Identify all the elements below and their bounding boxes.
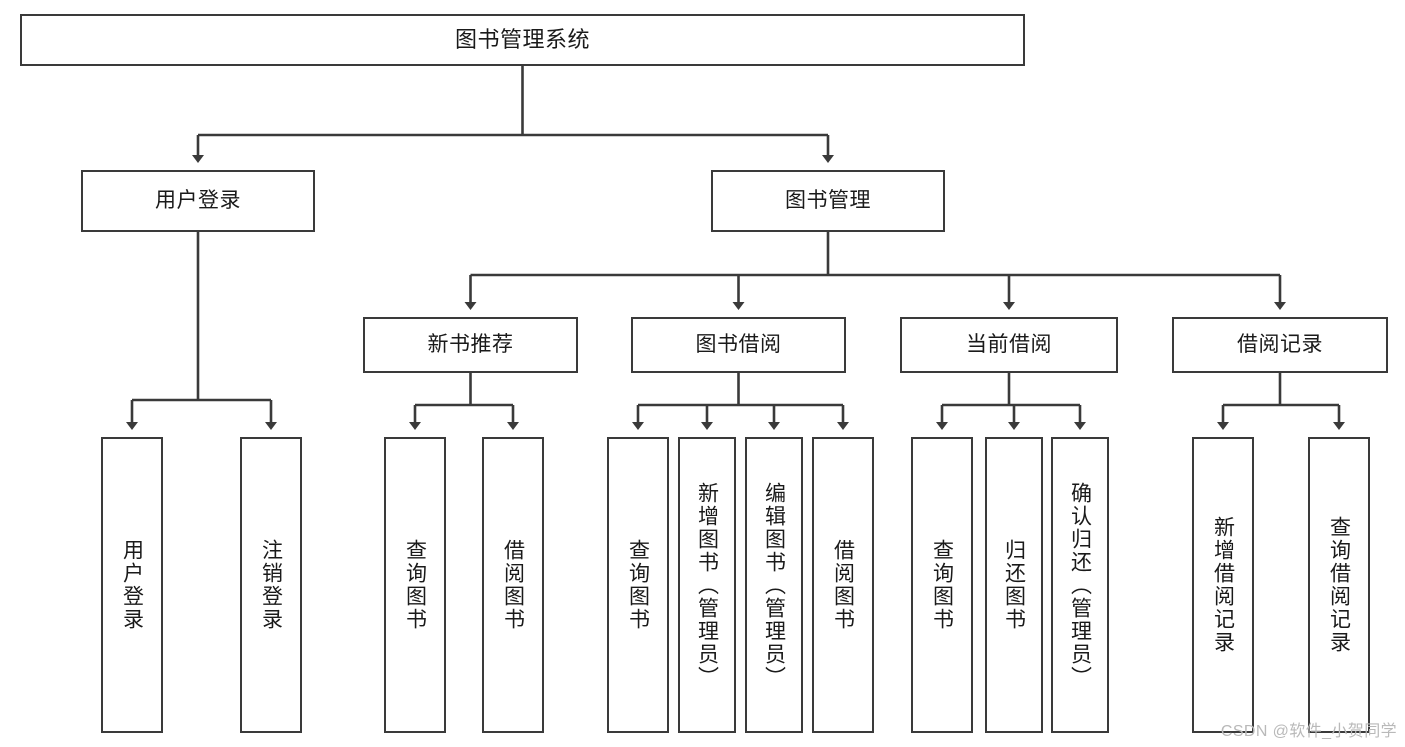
node-leaf-bor-add[interactable]: 新增图书（管理员） — [678, 437, 736, 733]
node-leaf-user-logout[interactable]: 注销登录 — [240, 437, 302, 733]
node-label: 新书推荐 — [427, 332, 514, 356]
node-root[interactable]: 图书管理系统 — [20, 14, 1025, 66]
node-label: 确认归还（管理员） — [1068, 481, 1092, 689]
node-leaf-cur-return[interactable]: 归还图书 — [985, 437, 1043, 733]
node-leaf-cur-confirm[interactable]: 确认归还（管理员） — [1051, 437, 1109, 733]
node-current[interactable]: 当前借阅 — [900, 317, 1118, 373]
node-borrow[interactable]: 图书借阅 — [631, 317, 846, 373]
node-label: 查询图书 — [403, 539, 427, 631]
node-label: 新增图书（管理员） — [695, 481, 719, 689]
node-label: 当前借阅 — [966, 332, 1052, 356]
node-records[interactable]: 借阅记录 — [1172, 317, 1388, 373]
node-leaf-new-query[interactable]: 查询图书 — [384, 437, 446, 733]
node-label: 查询借阅记录 — [1327, 516, 1351, 654]
watermark-text: CSDN @软件_小贺同学 — [1220, 723, 1397, 740]
node-label: 查询图书 — [626, 539, 650, 631]
node-label: 借阅记录 — [1237, 332, 1323, 356]
node-leaf-bor-query[interactable]: 查询图书 — [607, 437, 669, 733]
node-leaf-new-borrow[interactable]: 借阅图书 — [482, 437, 544, 733]
node-label: 用户登录 — [120, 539, 144, 631]
node-label: 归还图书 — [1002, 539, 1026, 631]
node-label: 查询图书 — [930, 539, 954, 631]
node-bookmgmt[interactable]: 图书管理 — [711, 170, 945, 232]
node-leaf-user-login[interactable]: 用户登录 — [101, 437, 163, 733]
node-label: 借阅图书 — [831, 539, 855, 631]
node-leaf-rec-add[interactable]: 新增借阅记录 — [1192, 437, 1254, 733]
node-newbook[interactable]: 新书推荐 — [363, 317, 578, 373]
node-label: 新增借阅记录 — [1211, 516, 1235, 654]
node-label: 借阅图书 — [501, 539, 525, 631]
node-label: 编辑图书（管理员） — [762, 481, 786, 689]
node-label: 图书管理系统 — [454, 27, 590, 53]
node-label: 图书管理 — [785, 188, 871, 212]
node-leaf-bor-edit[interactable]: 编辑图书（管理员） — [745, 437, 803, 733]
node-leaf-rec-query[interactable]: 查询借阅记录 — [1308, 437, 1370, 733]
node-leaf-bor-borrow[interactable]: 借阅图书 — [812, 437, 874, 733]
node-label: 图书借阅 — [695, 332, 782, 356]
node-login[interactable]: 用户登录 — [81, 170, 315, 232]
node-label: 注销登录 — [259, 539, 283, 631]
node-label: 用户登录 — [155, 188, 241, 212]
node-leaf-cur-query[interactable]: 查询图书 — [911, 437, 973, 733]
